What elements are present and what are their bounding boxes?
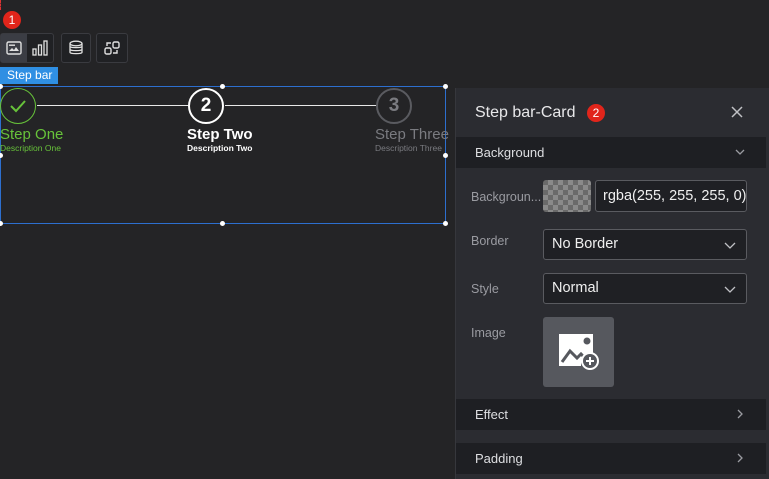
toolbar-group-view <box>0 33 54 63</box>
step-number-2: 2 <box>200 95 212 116</box>
step-circle-3: 3 <box>376 88 412 124</box>
resize-handle-bottom-left[interactable] <box>0 221 3 226</box>
section-padding-label: Padding <box>475 451 523 466</box>
chevron-down-icon <box>735 149 745 155</box>
image-upload-button[interactable] <box>543 317 614 387</box>
resize-handle-bottom[interactable] <box>220 221 225 226</box>
step-description-3: Description Three <box>375 143 442 153</box>
toolbar-group-interaction <box>96 33 128 63</box>
resize-handle-right[interactable] <box>443 153 448 158</box>
step-circle-2: 2 <box>188 88 224 124</box>
image-view-button[interactable] <box>1 34 27 62</box>
chart-view-button[interactable] <box>27 34 53 62</box>
chevron-right-icon <box>737 453 743 463</box>
section-effect-header[interactable]: Effect <box>456 399 766 430</box>
step-connector-1 <box>37 105 188 106</box>
step-description-2: Description Two <box>187 143 253 153</box>
step-number-3: 3 <box>388 95 400 116</box>
section-effect-label: Effect <box>475 407 509 422</box>
image-label: Image <box>471 326 506 340</box>
resize-handle-top[interactable] <box>220 84 225 89</box>
section-background-header[interactable]: Background <box>456 137 766 168</box>
resize-handle-left[interactable] <box>0 153 3 158</box>
step-title-2: Step Two <box>187 126 253 143</box>
interaction-button[interactable] <box>97 34 127 62</box>
bar-chart-icon <box>32 40 48 56</box>
step-bar: Step One Description One 2 Step Two Desc… <box>0 87 449 157</box>
link-swap-icon <box>104 41 120 55</box>
step-title-3: Step Three <box>375 126 449 143</box>
step-connector-2 <box>225 105 376 106</box>
resize-handle-top-right[interactable] <box>443 84 448 89</box>
style-select-value: Normal <box>552 280 599 296</box>
canvas-edge-marker <box>0 0 2 10</box>
step-title-1: Step One <box>0 126 64 143</box>
border-label: Border <box>471 234 509 248</box>
resize-handle-bottom-right[interactable] <box>443 221 448 226</box>
property-panel: Step bar-Card 2 Background Backgroun... … <box>455 88 769 479</box>
chevron-down-icon <box>724 286 736 293</box>
background-color-swatch[interactable] <box>543 180 591 212</box>
database-icon <box>69 40 83 55</box>
chevron-down-icon <box>724 242 736 249</box>
border-select-value: No Border <box>552 236 619 252</box>
add-image-icon <box>558 334 599 370</box>
resize-handle-top-left[interactable] <box>0 84 3 89</box>
close-icon <box>731 106 743 118</box>
checkmark-icon <box>10 100 26 113</box>
step-description-1: Description One <box>0 143 61 153</box>
step-circle-1 <box>0 88 36 124</box>
background-color-label: Backgroun... <box>471 190 542 204</box>
style-label: Style <box>471 282 499 296</box>
data-source-button[interactable] <box>62 34 90 62</box>
background-color-input[interactable]: rgba(255, 255, 255, 0) <box>595 180 747 212</box>
section-padding-header[interactable]: Padding <box>456 443 766 474</box>
panel-title: Step bar-Card <box>475 104 576 121</box>
border-select[interactable]: No Border <box>543 229 747 260</box>
image-icon <box>6 41 22 55</box>
style-select[interactable]: Normal <box>543 273 747 304</box>
callout-badge-2: 2 <box>587 104 605 122</box>
section-background-label: Background <box>475 145 545 160</box>
close-button[interactable] <box>729 104 745 120</box>
callout-badge-1: 1 <box>3 11 21 29</box>
chevron-right-icon <box>737 409 743 419</box>
toolbar-group-data <box>61 33 91 63</box>
component-type-tag: Step bar <box>0 67 59 84</box>
